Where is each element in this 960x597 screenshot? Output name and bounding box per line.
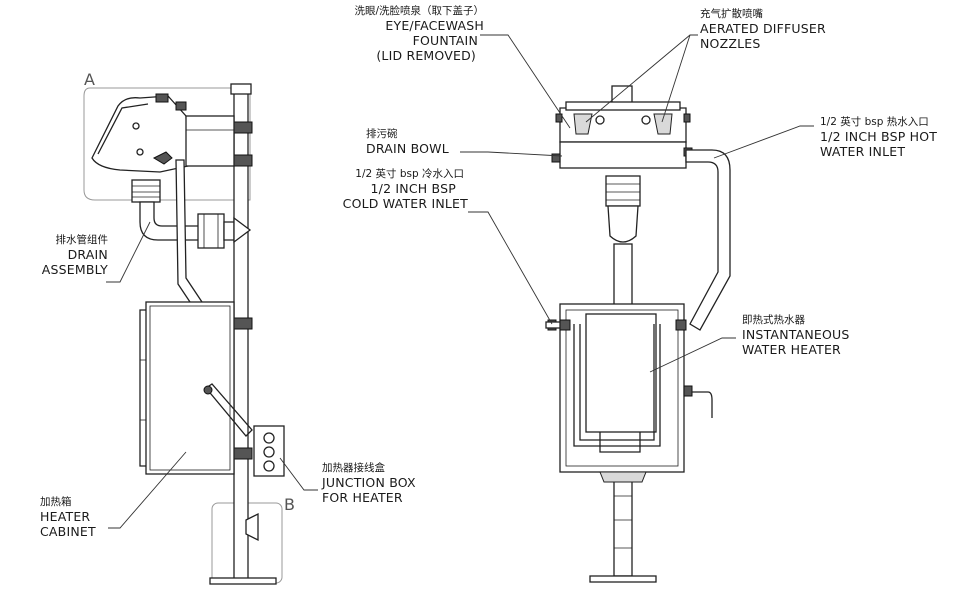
label-eyewash: 洗眼/洗脸喷泉（取下盖子） EYE/FACEWASH FOUNTAIN (LID… bbox=[340, 5, 484, 63]
cabinet-inner-cable bbox=[205, 383, 253, 437]
label-hot-inlet-zh: 1/2 英寸 bsp 热水入口 bbox=[820, 116, 929, 128]
leader-drain-bowl bbox=[460, 151, 563, 157]
fountain-inlet-top bbox=[611, 85, 633, 105]
label-cabinet-en-1: HEATER bbox=[40, 509, 91, 524]
side-view bbox=[83, 83, 285, 585]
eyewash-lid-side bbox=[97, 103, 149, 155]
label-hot-inlet: 1/2 英寸 bsp 热水入口 1/2 INCH BSP HOT WATER I… bbox=[820, 116, 937, 159]
detail-frame-a bbox=[83, 87, 251, 201]
drain-union bbox=[197, 213, 225, 249]
label-diffuser-en-1: AERATED DIFFUSER bbox=[700, 21, 826, 36]
label-junction-box: 加热器接线盒 JUNCTION BOX FOR HEATER bbox=[322, 462, 416, 505]
label-drain-bowl-zh: 排污碗 bbox=[366, 128, 398, 140]
leader-cabinet bbox=[108, 451, 187, 529]
diffuser-nozzle-right bbox=[653, 113, 673, 135]
junction-box-side bbox=[253, 425, 285, 477]
label-junction-en-2: FOR HEATER bbox=[322, 490, 403, 505]
base-plate-side bbox=[209, 577, 277, 585]
label-diffuser: 充气扩散喷嘴 AERATED DIFFUSER NOZZLES bbox=[700, 8, 826, 51]
detail-marker-b: B bbox=[284, 495, 295, 514]
bowl-drain-fitting bbox=[605, 175, 641, 207]
label-heater-en-2: WATER HEATER bbox=[742, 342, 841, 357]
label-heater-cabinet: 加热箱 HEATER CABINET bbox=[40, 496, 96, 539]
label-drain-assembly-en-2: ASSEMBLY bbox=[41, 262, 108, 277]
drain-fitting bbox=[131, 179, 161, 203]
drain-bowl-front bbox=[559, 141, 687, 169]
hot-water-hose bbox=[685, 149, 731, 331]
cabinet-bottom-bracket bbox=[599, 471, 647, 483]
pipe-bracket-2 bbox=[231, 154, 253, 167]
label-diffuser-en-2: NOZZLES bbox=[700, 36, 761, 51]
label-cabinet-en-2: CABINET bbox=[40, 524, 96, 539]
heater-inner-tubing bbox=[573, 324, 661, 447]
leader-cold-inlet bbox=[468, 211, 553, 325]
label-eyewash-zh: 洗眼/洗脸喷泉（取下盖子） bbox=[354, 5, 484, 17]
label-diffuser-zh: 充气扩散喷嘴 bbox=[700, 8, 763, 20]
label-heater: 即热式热水器 INSTANTANEOUS WATER HEATER bbox=[742, 314, 850, 357]
head-bolt-1 bbox=[132, 122, 140, 130]
lower-valve bbox=[245, 512, 259, 542]
head-hinge-2 bbox=[175, 101, 187, 111]
label-drain-assembly: 排水管组件 DRAIN ASSEMBLY bbox=[36, 234, 108, 277]
leader-diffuser-2 bbox=[661, 34, 691, 123]
label-drain-bowl-en: DRAIN BOWL bbox=[366, 141, 449, 156]
drain-tee bbox=[233, 216, 252, 244]
label-drain-assembly-zh: 排水管组件 bbox=[55, 234, 109, 246]
label-junction-en-1: JUNCTION BOX bbox=[322, 475, 416, 490]
label-eyewash-en-2: FOUNTAIN bbox=[412, 33, 478, 48]
cabinet-door-edge bbox=[139, 309, 146, 467]
leader-heater bbox=[649, 337, 736, 373]
label-drain-bowl: 排污碗 DRAIN BOWL bbox=[366, 128, 449, 156]
drain-elbow-pipe bbox=[139, 201, 201, 241]
leader-drain-assembly bbox=[106, 221, 151, 283]
base-plate-front bbox=[589, 575, 657, 583]
instantaneous-heater bbox=[585, 313, 657, 433]
label-cold-inlet-zh: 1/2 英寸 bsp 冷水入口 bbox=[355, 168, 464, 180]
detail-marker-a: A bbox=[84, 70, 95, 89]
eyewash-rim bbox=[565, 101, 681, 111]
fountain-housing bbox=[185, 115, 235, 167]
leader-lines bbox=[106, 34, 814, 529]
label-eyewash-en-1: EYE/FACEWASH bbox=[385, 18, 484, 33]
leader-eyewash bbox=[480, 34, 571, 129]
head-hinge bbox=[155, 93, 169, 103]
cold-inlet-fitting bbox=[545, 321, 561, 329]
head-bolt-2 bbox=[136, 148, 144, 156]
label-junction-zh: 加热器接线盒 bbox=[322, 462, 385, 474]
heater-cabinet-side bbox=[145, 301, 235, 475]
eyewash-head-side bbox=[91, 95, 189, 173]
label-hot-inlet-en-2: WATER INLET bbox=[820, 144, 906, 159]
leader-junction bbox=[279, 457, 318, 491]
label-heater-en-1: INSTANTANEOUS bbox=[742, 327, 850, 342]
label-cold-inlet-en-1: 1/2 INCH BSP bbox=[370, 181, 456, 196]
label-cold-inlet-en-2: COLD WATER INLET bbox=[342, 196, 468, 211]
label-eyewash-en-3: (LID REMOVED) bbox=[376, 48, 476, 63]
front-vertical-pipe bbox=[613, 243, 633, 309]
label-cold-inlet: 1/2 英寸 bsp 冷水入口 1/2 INCH BSP COLD WATER … bbox=[328, 168, 468, 211]
pipe-bracket-3 bbox=[231, 317, 253, 330]
drain-trap bbox=[607, 205, 639, 243]
pipe-bracket-1 bbox=[231, 121, 253, 134]
label-drain-assembly-en-1: DRAIN bbox=[67, 247, 108, 262]
front-view bbox=[545, 85, 731, 583]
head-valve-knob bbox=[152, 151, 173, 165]
label-heater-zh: 即热式热水器 bbox=[742, 314, 805, 326]
pipe-bracket-4 bbox=[231, 447, 253, 460]
diffuser-nozzle-left bbox=[573, 113, 593, 135]
label-hot-inlet-en-1: 1/2 INCH BSP HOT bbox=[820, 129, 938, 144]
label-cabinet-zh: 加热箱 bbox=[40, 496, 72, 508]
leader-hot-inlet bbox=[713, 125, 814, 159]
pipe-cap-top bbox=[230, 83, 252, 95]
